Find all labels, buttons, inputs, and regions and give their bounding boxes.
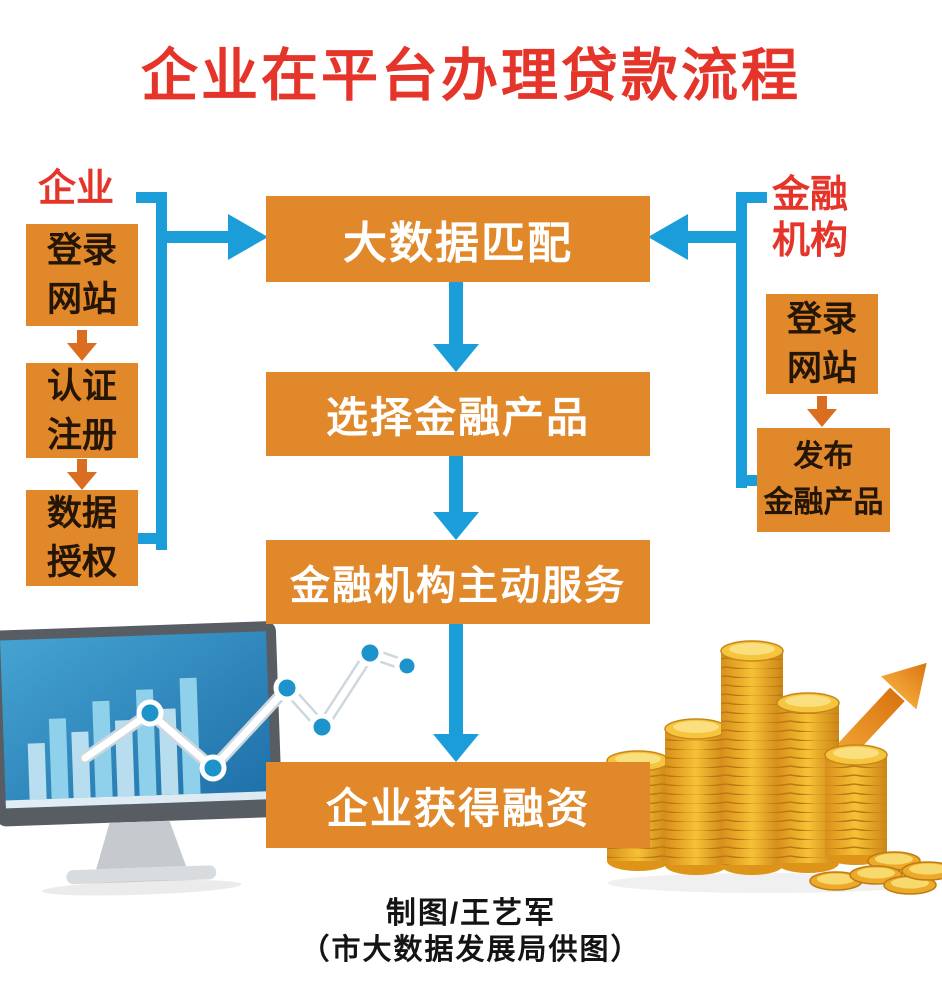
right-step-login-website: 登录 网站	[766, 294, 878, 394]
down-arrow-icon	[67, 459, 97, 490]
monitor-chart-illustration	[0, 621, 420, 896]
credit-author: 制图/王艺军	[385, 897, 557, 930]
coin-icon	[809, 871, 863, 891]
coin-stack-icon	[824, 744, 888, 865]
right-bracket-bottom-stub	[736, 475, 767, 486]
flow-step-select-products: 选择金融产品	[266, 372, 650, 456]
left-step-register: 认证 注册	[26, 363, 138, 458]
credit-source: （市大数据发展局供图）	[300, 934, 642, 966]
flow-step-proactive-service: 金融机构主动服务	[266, 540, 650, 624]
enterprise-heading: 企业	[38, 168, 115, 210]
right-arrow-icon	[228, 214, 268, 260]
down-arrow-icon	[807, 396, 837, 427]
left-step-login-website: 登录 网站	[26, 224, 138, 326]
right-branch-bar	[688, 231, 736, 243]
coin-icon	[901, 861, 942, 881]
down-arrow-icon	[433, 344, 479, 372]
left-bracket-bottom-stub	[136, 533, 167, 544]
left-bracket-line	[156, 192, 167, 550]
flow-step-obtain-financing: 企业获得融资	[266, 762, 650, 848]
down-arrow-icon	[449, 282, 463, 346]
financial-institution-heading: 金融 机构	[772, 174, 849, 263]
right-step-publish-products: 发布 金融产品	[757, 428, 890, 532]
coin-stack-icon	[720, 640, 784, 875]
down-arrow-icon	[433, 734, 479, 762]
left-step-data-authorization: 数据 授权	[26, 490, 138, 586]
down-arrow-icon	[433, 512, 479, 540]
coin-stack-icon	[664, 718, 728, 875]
left-branch-bar	[167, 231, 228, 243]
right-bracket-top-stub	[736, 192, 767, 203]
down-arrow-icon	[449, 624, 463, 736]
right-bracket-line	[736, 192, 747, 488]
flow-step-big-data-matching: 大数据匹配	[266, 196, 650, 282]
left-arrow-icon	[648, 214, 688, 260]
down-arrow-icon	[67, 330, 97, 361]
page-title: 企业在平台办理贷款流程	[141, 44, 801, 108]
left-bracket-top-stub	[136, 192, 167, 203]
trend-line-icon	[79, 639, 420, 782]
down-arrow-icon	[449, 456, 463, 514]
